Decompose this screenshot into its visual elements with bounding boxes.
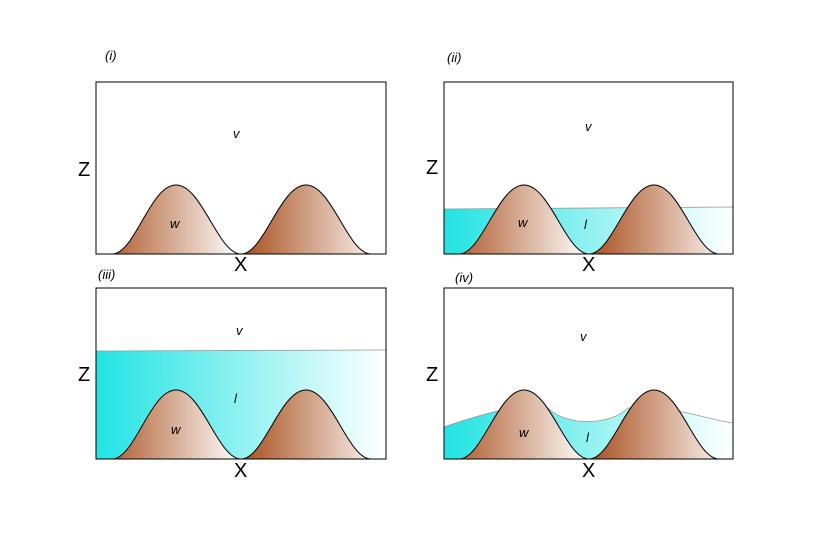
wall-bump — [96, 389, 242, 460]
vapor-label: v — [236, 323, 244, 338]
z-axis-label: Z — [78, 159, 90, 181]
panel-i: (i) v w Z X — [78, 48, 387, 276]
vapor-label: v — [580, 329, 588, 344]
panel-label: (iv) — [455, 270, 473, 285]
panel-label: (iii) — [98, 267, 115, 282]
panel-label: (ii) — [447, 50, 461, 65]
panel-label: (i) — [105, 48, 117, 63]
panel-iii: (iii) v l w Z X — [78, 267, 387, 482]
x-axis-label: X — [234, 254, 247, 276]
z-axis-label: Z — [426, 157, 438, 179]
z-axis-label: Z — [426, 364, 438, 386]
wall-bump — [444, 184, 590, 255]
panel-ii: (ii) v w l Z X — [426, 50, 734, 276]
wall-label: w — [519, 425, 530, 440]
panel-iv: (iv) v w l Z X — [426, 270, 734, 482]
z-axis-label: Z — [78, 364, 90, 386]
x-axis-label: X — [234, 460, 247, 482]
wall-bump — [240, 389, 386, 460]
liquid-label: l — [234, 391, 238, 406]
x-axis-label: X — [582, 460, 595, 482]
wall-bump — [96, 184, 242, 255]
wall-label: w — [170, 216, 181, 231]
wall-bump — [444, 389, 590, 460]
wall-bump — [588, 389, 733, 460]
x-axis-label: X — [582, 254, 595, 276]
liquid-label: l — [586, 430, 590, 445]
wall-bump — [588, 184, 733, 255]
wall-bump — [240, 184, 386, 255]
liquid-label: l — [584, 217, 588, 232]
vapor-label: v — [585, 119, 593, 134]
wall-label: w — [518, 215, 529, 230]
wall-label: w — [171, 422, 182, 437]
vapor-label: v — [233, 126, 241, 141]
